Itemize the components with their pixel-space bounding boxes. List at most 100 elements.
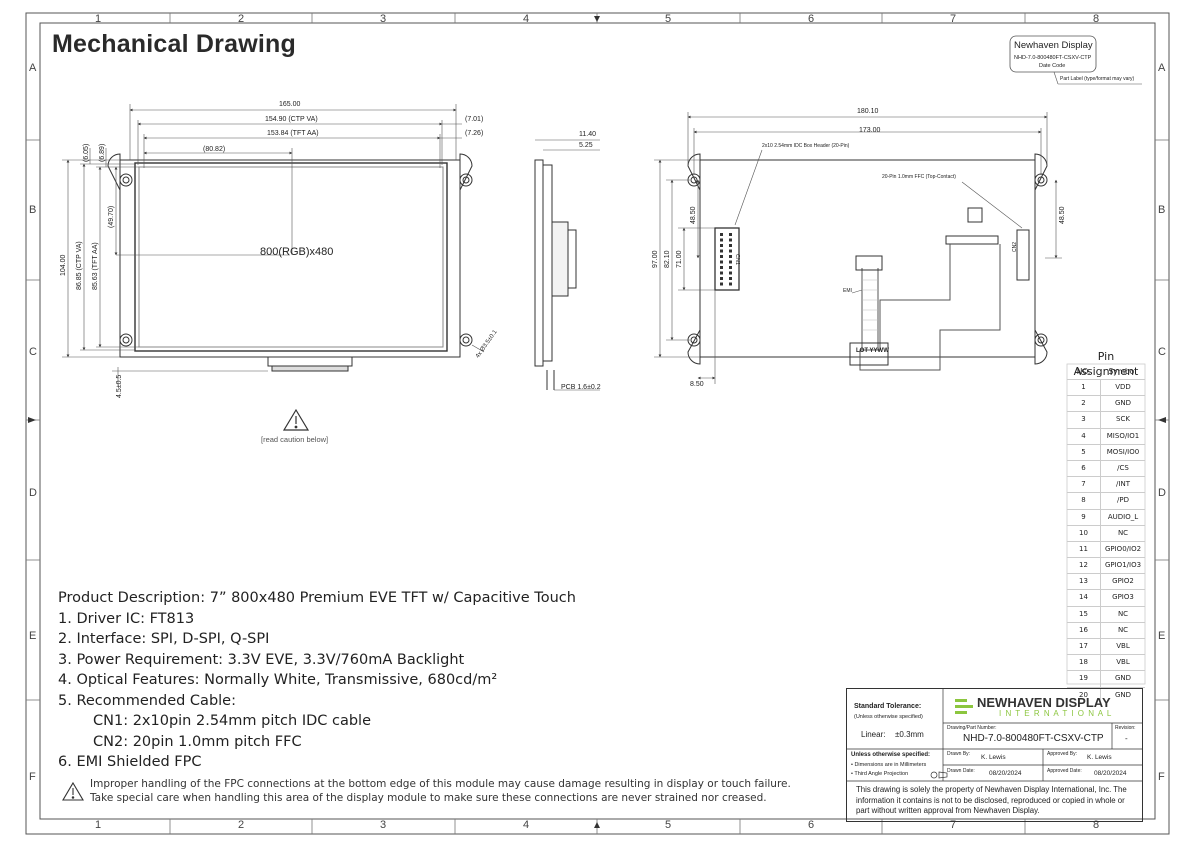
header-pin bbox=[729, 233, 732, 236]
header-pin bbox=[729, 271, 732, 275]
drawing-title: Mechanical Drawing bbox=[52, 30, 296, 58]
header-pin bbox=[720, 255, 723, 258]
pin-row: 14 GPIO3 bbox=[1067, 589, 1145, 606]
lot-label: LOT YYWW bbox=[856, 348, 889, 354]
cn1-label: CN1 bbox=[734, 254, 740, 266]
pin-number: 8 bbox=[1067, 493, 1101, 509]
dim-ctp-va: 154.90 (CTP VA) bbox=[265, 116, 318, 123]
dim-rear-hole-spacing: 173.00 bbox=[859, 127, 881, 134]
header-pin bbox=[720, 282, 723, 286]
dim-rear-right-48: 48.50 bbox=[1059, 206, 1066, 224]
grid-column-label: 6 bbox=[807, 13, 815, 25]
pin-symbol: /INT bbox=[1116, 480, 1130, 489]
header-pin bbox=[720, 249, 723, 253]
pin-row: 15 NC bbox=[1067, 605, 1145, 622]
dim-center-x: (80.82) bbox=[203, 146, 226, 153]
pin-symbol: GND bbox=[1114, 674, 1132, 683]
approved-by: K. Lewis bbox=[1087, 754, 1112, 761]
header-pin bbox=[720, 266, 723, 269]
header-pin bbox=[720, 238, 723, 242]
part-number: NHD-7.0-800480FT-CSXV-CTP bbox=[963, 733, 1104, 744]
grid-row-label: B bbox=[29, 204, 37, 216]
projection-note: • Third Angle Projection bbox=[851, 771, 909, 777]
pin-symbol: /PD bbox=[1117, 496, 1129, 505]
revision-value: - bbox=[1125, 734, 1128, 743]
grid-column-label: 3 bbox=[379, 13, 387, 25]
grid-row-label: F bbox=[29, 771, 36, 783]
pin-number: 1 bbox=[1067, 380, 1101, 396]
dim-rear-height: 97.00 bbox=[652, 250, 659, 268]
pin-symbol: NC bbox=[1117, 609, 1129, 618]
pin-col-symbol: Symbol bbox=[1108, 367, 1137, 376]
pin-number: 16 bbox=[1067, 622, 1101, 638]
header-pin bbox=[720, 244, 723, 247]
emi-label: EMI bbox=[843, 288, 852, 294]
header-pin bbox=[729, 249, 732, 253]
drawn-date: 08/20/2024 bbox=[989, 770, 1022, 777]
spec-optical: 4. Optical Features: Normally White, Tra… bbox=[58, 672, 498, 688]
pin-number: 20 bbox=[1067, 687, 1101, 703]
part-label-note: Part Label (type/format may vary) bbox=[1060, 76, 1135, 82]
part-label-number: NHD-7.0-800480FT-CSXV-CTP bbox=[1014, 55, 1092, 61]
pin-symbol: GPIO3 bbox=[1112, 593, 1134, 602]
grid-row-label: A bbox=[1158, 62, 1166, 74]
pin-number: 12 bbox=[1067, 558, 1101, 574]
logo-sub: I N T E R N A T I O N A L bbox=[999, 709, 1113, 718]
pin-symbol: AUDIO_L bbox=[1107, 512, 1139, 521]
header-callout: 2x10 2.54mm IDC Box Header (20-Pin) bbox=[762, 143, 850, 149]
linear-value: ±0.3mm bbox=[895, 730, 924, 739]
header-pin bbox=[720, 233, 723, 236]
pin-number: 11 bbox=[1067, 541, 1101, 558]
caution-reference: [read caution below] bbox=[261, 435, 329, 444]
dim-rear-hole-height: 82.10 bbox=[664, 250, 671, 268]
spec-driver: 1. Driver IC: FT813 bbox=[58, 611, 195, 627]
display-resolution: 800(RGB)x480 bbox=[260, 246, 334, 258]
grid-column-label: 2 bbox=[237, 819, 245, 831]
pin-row: 8/PD bbox=[1067, 492, 1145, 509]
pin-number: 5 bbox=[1067, 444, 1101, 460]
pin-symbol: SCK bbox=[1116, 415, 1130, 424]
pin-number: 9 bbox=[1067, 509, 1101, 525]
product-description: Product Description: 7” 800x480 Premium … bbox=[58, 590, 576, 606]
header-pin bbox=[729, 255, 732, 258]
pin-col-no: NO. bbox=[1076, 367, 1091, 376]
spec-cable-cn1: CN1: 2x10pin 2.54mm pitch IDC cable bbox=[93, 713, 371, 729]
drawn-by: K. Lewis bbox=[981, 754, 1006, 761]
pin-number: 13 bbox=[1067, 574, 1101, 590]
grid-column-label: 5 bbox=[664, 13, 672, 25]
header-pin bbox=[729, 244, 732, 247]
header-pin bbox=[729, 260, 732, 264]
grid-row-label: C bbox=[1158, 346, 1166, 358]
dim-ctp-va-height: 86.85 (CTP VA) bbox=[76, 241, 83, 290]
dim-rear-header-height: 71.00 bbox=[676, 250, 683, 268]
dimensions-note: • Dimensions are in Millimeters bbox=[851, 762, 927, 768]
grid-column-label: 8 bbox=[1092, 13, 1100, 25]
pin-symbol: VBL bbox=[1116, 642, 1130, 650]
caution-line-2: Take special care when handling this are… bbox=[90, 792, 767, 804]
grid-column-label: 4 bbox=[522, 13, 530, 25]
dim-tft-aa: 153.84 (TFT AA) bbox=[267, 130, 319, 137]
header-pin bbox=[729, 266, 732, 269]
part-label-date-code: Date Code bbox=[1039, 63, 1066, 69]
pin-number: 15 bbox=[1067, 606, 1101, 622]
header-pin bbox=[729, 277, 732, 280]
spec-emi: 6. EMI Shielded FPC bbox=[58, 754, 202, 770]
pin-table-header: NO. Symbol bbox=[1067, 364, 1145, 379]
pin-symbol: GPIO1/IO3 bbox=[1104, 561, 1142, 570]
spec-cable: 5. Recommended Cable: bbox=[58, 693, 236, 709]
dim-ctp-va-offset: (7.01) bbox=[465, 116, 484, 123]
pin-number: 14 bbox=[1067, 590, 1101, 606]
grid-column-label: 1 bbox=[94, 819, 102, 831]
tolerance-subtitle: (Unless otherwise specified) bbox=[854, 714, 923, 720]
